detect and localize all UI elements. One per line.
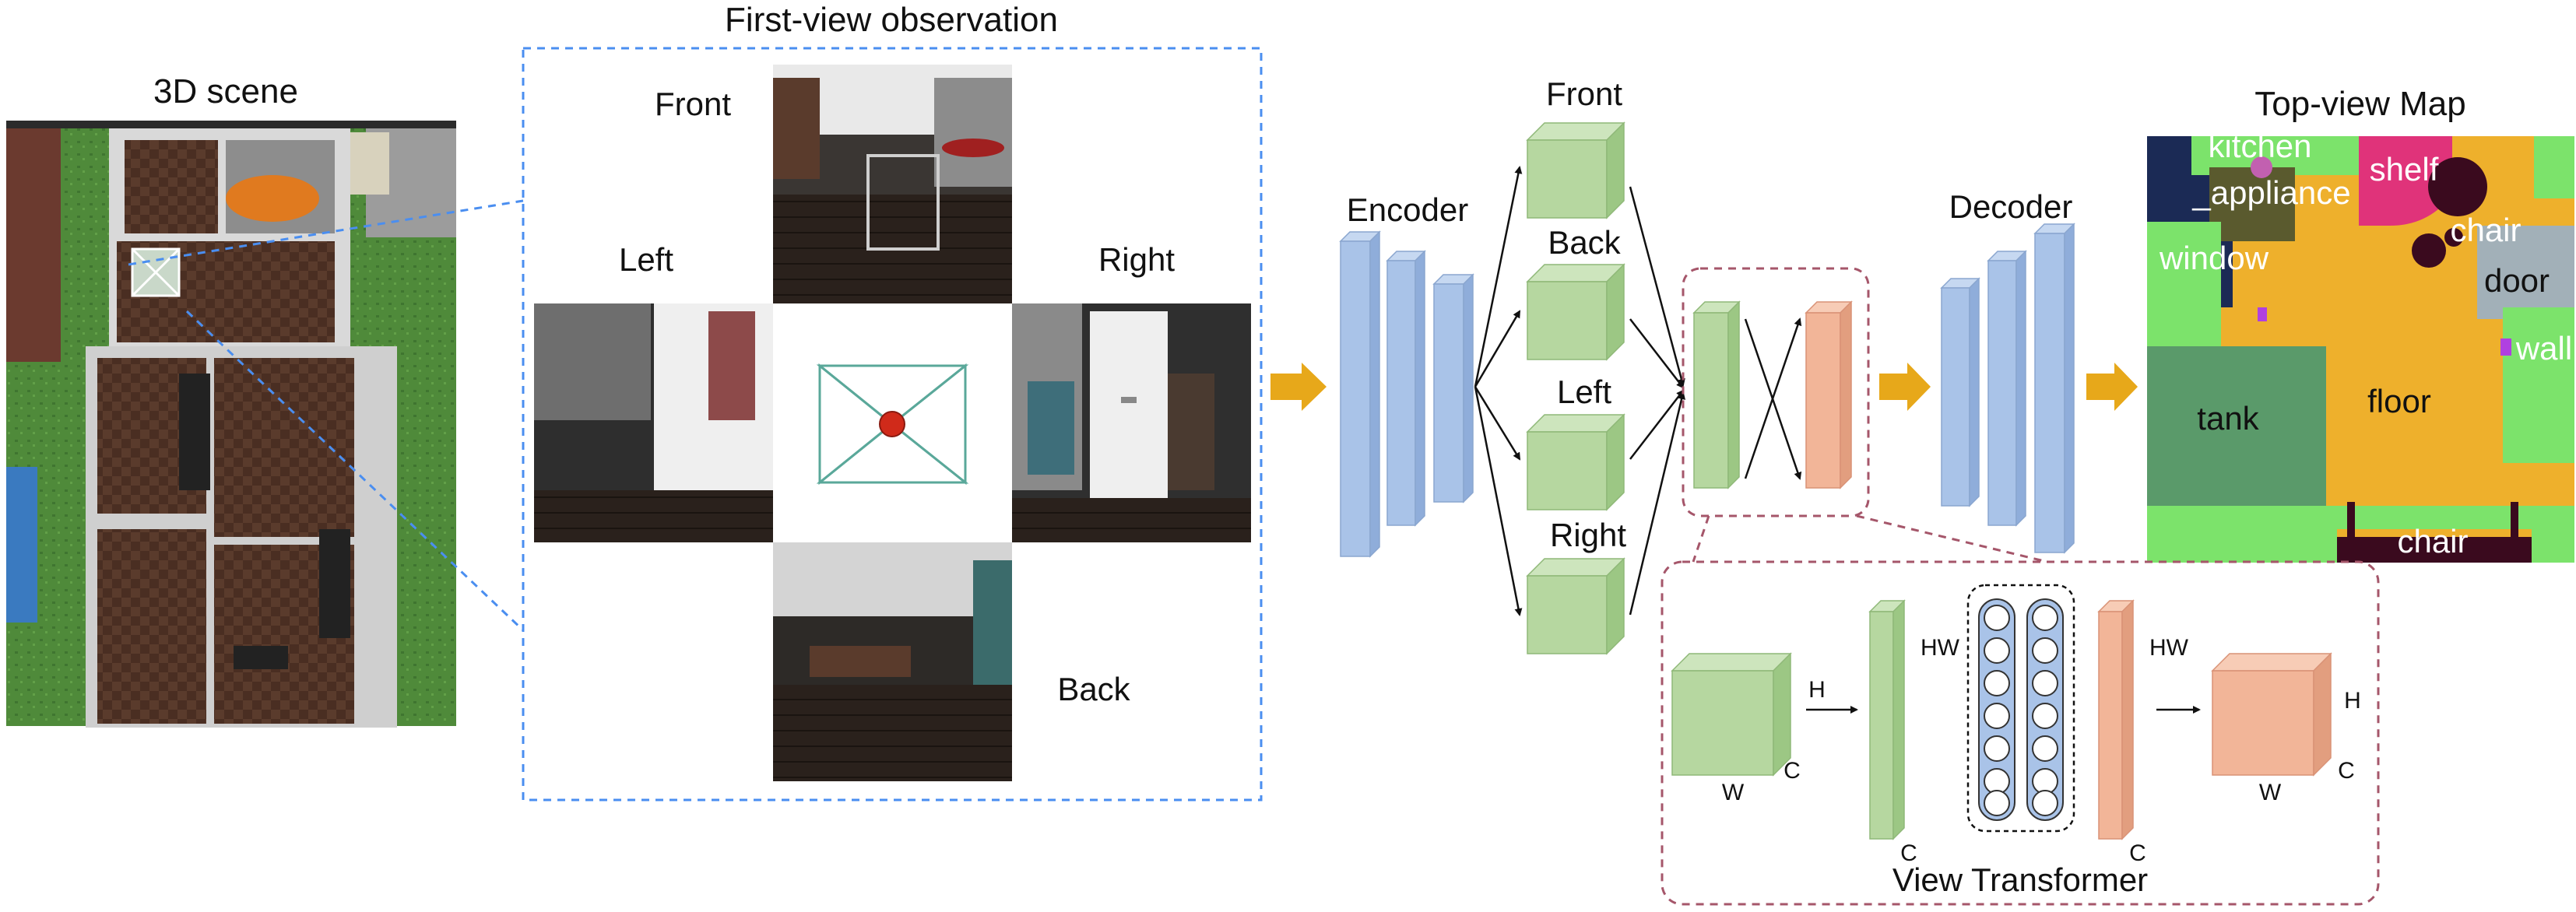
flow-arrow-to-encoder — [1270, 363, 1327, 411]
front-view-label: Front — [655, 86, 731, 122]
flow-arrow-to-map — [2086, 363, 2138, 411]
detail-connector-right — [1856, 514, 2048, 563]
feature-cube-left — [1526, 413, 1625, 511]
input-c-label: C — [1784, 758, 1801, 784]
feature-right-label: Right — [1550, 517, 1626, 553]
flattened-feature-slab — [1868, 599, 1906, 840]
scene-title: 3D scene — [153, 72, 298, 110]
back-view-label: Back — [1057, 671, 1130, 707]
feature-back-label: Back — [1548, 224, 1621, 261]
transformer-module-frame — [1682, 267, 1870, 517]
fully-connected-layer — [1966, 584, 2075, 833]
map-label-shelf: shelf — [2370, 151, 2439, 188]
flow-arrow-to-decoder — [1879, 363, 1931, 411]
transformer-cross-arrows — [1744, 317, 1802, 480]
map-image — [2147, 136, 2574, 563]
decoder-layer-1 — [1940, 277, 1980, 507]
right-view-label: Right — [1098, 241, 1175, 278]
encoder-layer-2 — [1386, 250, 1426, 527]
map-label-appliance: _appliance — [2191, 174, 2350, 211]
agent-symbol — [773, 303, 1012, 542]
feature-left-label: Left — [1557, 374, 1611, 410]
feature-cube-right — [1526, 557, 1625, 655]
feature-cube-back — [1526, 263, 1625, 361]
encoder: Encoder — [1339, 191, 1474, 558]
result-h-label: H — [2344, 688, 2361, 714]
map-label-window: window — [2159, 240, 2269, 276]
observation-panel: First-view observation Front Left — [522, 1, 1263, 802]
feature-front-label: Front — [1546, 75, 1622, 112]
scene-image — [6, 121, 456, 728]
observation-title: First-view observation — [725, 1, 1058, 39]
out-hw-label: HW — [2149, 635, 2189, 661]
view-transformer-title: View Transformer — [1892, 861, 2148, 898]
feature-cube-front — [1526, 121, 1625, 219]
transformer-green-slab — [1692, 300, 1741, 489]
zoom-line-top — [128, 199, 524, 266]
transformer-module — [1682, 267, 1870, 517]
result-w-label: W — [2259, 780, 2282, 805]
right-view-image — [1012, 303, 1251, 542]
front-view-image — [773, 65, 1012, 303]
flat-hw-label: HW — [1921, 635, 1960, 661]
detail-connector-left — [1692, 515, 1710, 563]
input-w-label: W — [1722, 780, 1745, 805]
input-feature-cube — [1671, 652, 1792, 777]
output-feature-cube — [2211, 652, 2332, 777]
map-label-chair-top: chair — [2450, 212, 2521, 248]
encoder-layer-1 — [1339, 230, 1381, 558]
map-title: Top-view Map — [2254, 85, 2465, 123]
transformer-orange-slab — [1805, 300, 1853, 489]
observation-frame — [522, 47, 1263, 802]
out-c-label: C — [2129, 840, 2146, 866]
result-c-label: C — [2338, 758, 2355, 784]
map-label-floor: floor — [2367, 383, 2431, 419]
input-h-label: H — [1808, 677, 1826, 703]
scene-panel: 3D scene — [6, 72, 456, 728]
left-view-label: Left — [619, 241, 673, 278]
top-view-map: Top-view Map — [2147, 85, 2574, 563]
transformed-feature-slab — [2097, 599, 2135, 840]
view-transformer-frame — [1661, 560, 2380, 906]
encoder-layer-3 — [1432, 273, 1474, 503]
decoder-label: Decoder — [1949, 188, 2073, 225]
decoder-layer-2 — [1987, 250, 2027, 527]
view-features: Front Back Left Right — [1526, 75, 1626, 655]
map-label-door: door — [2484, 262, 2550, 299]
decoder-layer-3 — [2033, 223, 2075, 554]
encoder-label: Encoder — [1347, 191, 1468, 228]
map-label-kitchen: kitchen — [2208, 128, 2311, 164]
view-transformer-detail: W C H HW C — [1661, 560, 2380, 906]
back-view-image — [773, 542, 1012, 781]
map-label-tank: tank — [2197, 400, 2259, 437]
decoder: Decoder — [1940, 188, 2075, 554]
map-label-chair-bottom: chair — [2397, 523, 2468, 559]
fan-in-arrows — [1629, 186, 1686, 616]
zoom-line-bottom — [185, 310, 525, 632]
fan-out-arrows — [1474, 166, 1523, 616]
flat-c-label: C — [1900, 840, 1917, 866]
map-label-wall: wall — [2515, 330, 2572, 367]
left-view-image — [534, 303, 773, 542]
